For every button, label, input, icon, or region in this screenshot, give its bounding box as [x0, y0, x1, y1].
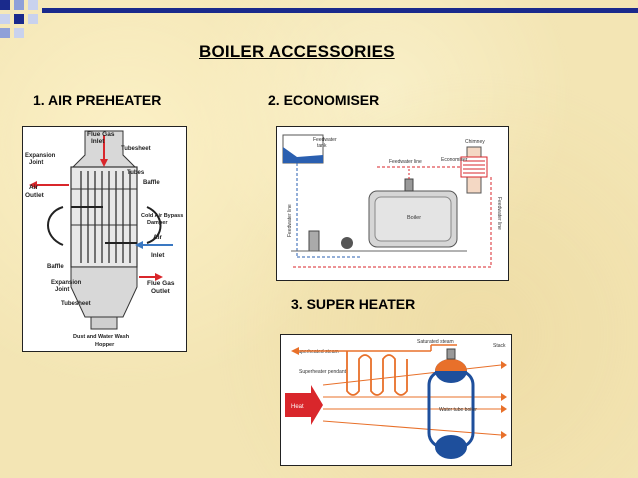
slide-title: BOILER ACCESSORIES	[199, 42, 395, 61]
label-feedwater-tank: Feedwater	[313, 137, 337, 143]
label-cold-air-bypass: Cold Air Bypass	[141, 213, 183, 219]
heading-economiser: 2. ECONOMISER	[268, 92, 380, 108]
label-feedwater-line-top: Feedwater line	[389, 159, 422, 165]
label-tubes: Tubes	[127, 170, 145, 176]
label-tubesheet-bottom: Tubesheet	[61, 301, 91, 307]
label-economiser: Economiser	[441, 157, 468, 163]
label-cold-air-bypass-2: Damper	[147, 220, 168, 226]
label-chimney: Chimney	[465, 139, 485, 145]
label-boiler: Boiler	[407, 215, 421, 221]
label-heat: Heat	[291, 404, 304, 410]
superheater-figure: Saturated steam Stack Superheated steam …	[285, 339, 507, 459]
label-tubesheet-top: Tubesheet	[121, 146, 151, 152]
label-air-outlet: Air	[29, 184, 39, 191]
label-air-inlet: Air	[153, 234, 163, 241]
label-flue-gas-inlet: Flue Gas	[87, 131, 115, 138]
label-dust-hopper: Dust and Water Wash	[73, 334, 130, 340]
heading-air-preheater: 1. AIR PREHEATER	[33, 92, 162, 108]
air-preheater-diagram: Flue Gas Inlet Tubesheet Expansion Joint…	[22, 126, 187, 352]
heading-super-heater: 3. SUPER HEATER	[291, 296, 416, 312]
label-baffle-right: Baffle	[143, 180, 160, 186]
label-flue-gas-inlet-2: Inlet	[91, 138, 105, 145]
corner-decoration	[0, 0, 638, 38]
label-saturated-steam: Saturated steam	[417, 339, 454, 345]
label-air-outlet-2: Outlet	[25, 192, 45, 199]
label-feedwater-line-right: Feedwater line	[496, 197, 502, 230]
label-air-inlet-2: Inlet	[151, 252, 165, 259]
economiser-diagram: Feedwater tank Chimney Economiser Feedwa…	[276, 126, 509, 281]
label-expansion-joint-top-2: Joint	[29, 160, 43, 166]
label-baffle-left: Baffle	[47, 264, 64, 270]
label-superheater-pendant: Superheater pendant	[299, 369, 347, 375]
label-superheated-steam: Superheated steam	[295, 349, 339, 355]
air-preheater-figure: Flue Gas Inlet Tubesheet Expansion Joint…	[25, 130, 183, 348]
label-expansion-joint-bottom: Expansion	[51, 280, 82, 286]
label-feedwater-tank-2: tank	[317, 143, 327, 149]
label-dust-hopper-2: Hopper	[95, 342, 115, 348]
label-flue-gas-outlet: Flue Gas	[147, 280, 175, 287]
label-expansion-joint-top: Expansion	[25, 153, 56, 159]
label-stack: Stack	[493, 343, 506, 349]
label-expansion-joint-bottom-2: Joint	[55, 287, 69, 293]
label-flue-gas-outlet-2: Outlet	[151, 288, 171, 295]
superheater-diagram: Saturated steam Stack Superheated steam …	[280, 334, 512, 466]
label-water-tube-boiler: Water tube boiler	[439, 407, 477, 413]
label-feedwater-line-left: Feedwater line	[287, 204, 293, 237]
economiser-figure: Feedwater tank Chimney Economiser Feedwa…	[282, 134, 502, 268]
